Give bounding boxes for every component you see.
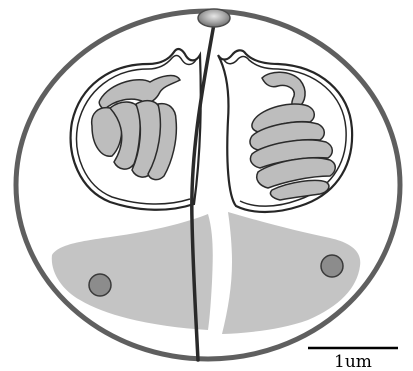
right-granule [321,255,343,277]
left-granule [89,274,111,296]
scale-bar-label: 1um [334,352,372,371]
top-cap [198,9,230,27]
